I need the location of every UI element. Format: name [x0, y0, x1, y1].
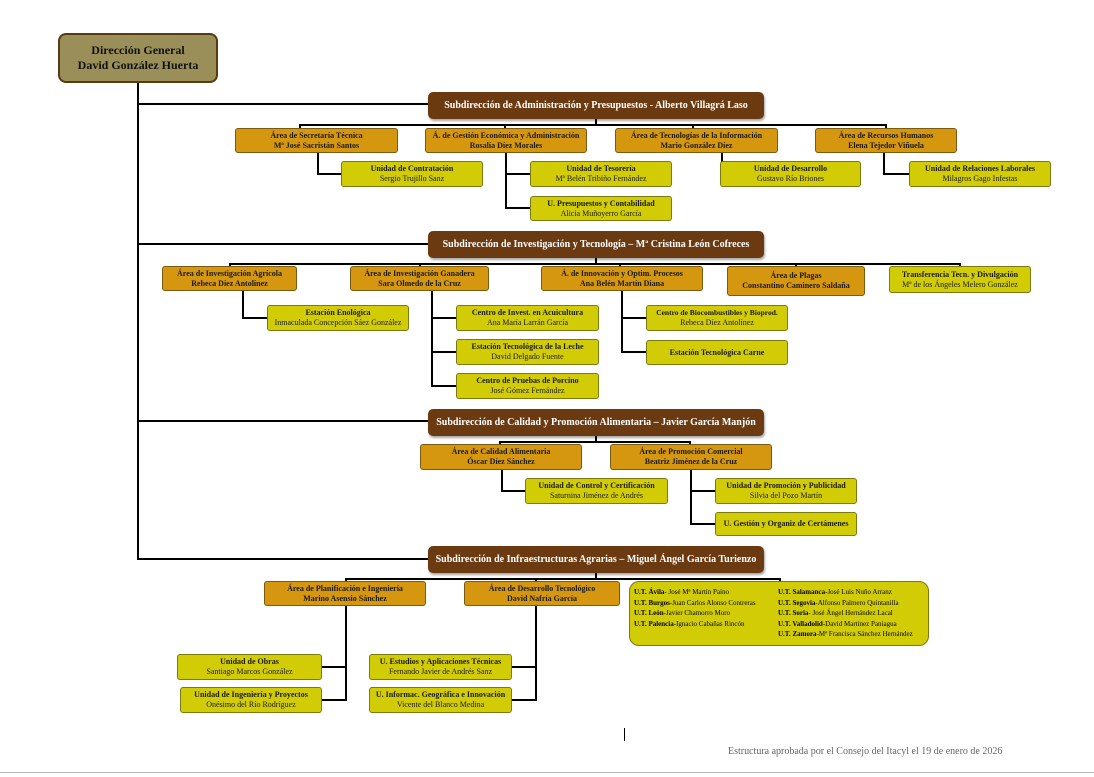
area-plagas: Área de Plagas Constantino Caminero Sald… [727, 266, 865, 296]
ut-leon: U.T. León-Javier Chamorro Moro [634, 609, 731, 617]
area-calidad-alimentaria: Área de Calidad Alimentaria Óscar Díez S… [420, 444, 582, 470]
direccion-person: David González Huerta [77, 58, 199, 72]
transferencia-tecnologica: Transferencia Tecn. y Divulgación Mª de … [889, 266, 1031, 293]
unidades-territoriales-box: U.T. Ávila- José Mª Martín Paíno U.T. Bu… [629, 581, 929, 646]
unidad-tesoreria: Unidad de Tesorería Mª Belén Tribiño Fer… [530, 161, 672, 187]
ut-avila: U.T. Ávila- José Mª Martín Paíno [634, 588, 729, 596]
area-tecnologias: Área de Tecnologías de la Información Ma… [615, 128, 778, 153]
ut-burgos: U.T. Burgos-Juan Carlos Alonso Contreras [634, 598, 756, 607]
estacion-carne: Estación Tecnológica Carne [646, 340, 788, 365]
ut-valladolid: U.T. Valladolid-David Martínez Paniagua [778, 619, 897, 628]
centro-acuicultura: Centro de Invest. en Acuicultura Ana Mar… [456, 305, 599, 331]
page-divider [0, 772, 1094, 773]
area-promocion-comercial: Área de Promoción Comercial Beatriz Jimé… [610, 444, 772, 470]
subdireccion-infraestructuras: Subdirección de Infraestructuras Agraria… [428, 546, 764, 573]
unidad-ingenieria: Unidad de Ingeniería y Proyectos Onésimo… [180, 687, 322, 713]
ut-salamanca: U.T. Salamanca-José Luis Nuño Arranz [778, 588, 892, 596]
area-desarrollo-tecnologico: Área de Desarrollo Tecnológico David Naf… [464, 581, 620, 606]
unidad-contratacion: Unidad de Contratación Sergio Trujillo S… [341, 161, 483, 187]
unidad-informacion-geografica: U. Informac. Geográfica e Innovación Vic… [369, 687, 512, 713]
subdireccion-investigacion: Subdirección de Investigación y Tecnolog… [428, 231, 764, 258]
direccion-title: Dirección General [91, 43, 185, 57]
ut-soria: U.T. Soria- José Ángel Hernández Lacal [778, 609, 893, 617]
unidad-presupuestos: U. Presupuestos y Contabilidad Alicia Mu… [530, 196, 672, 221]
subdireccion-calidad: Subdirección de Calidad y Promoción Alim… [428, 409, 764, 436]
area-secretaria: Área de Secretaría Técnica Mª José Sacri… [235, 128, 398, 153]
area-innovacion: Á. de Innovación y Optim. Procesos Ana B… [541, 266, 703, 291]
unidad-relaciones-laborales: Unidad de Relaciones Laborales Milagros … [909, 161, 1051, 187]
area-investigacion-ganadera: Área de Investigación Ganadera Sara Olme… [350, 266, 489, 291]
unidad-promocion-publicidad: Unidad de Promoción y Publicidad Silvia … [715, 478, 857, 504]
area-rrhh: Área de Recursos Humanos Elena Tejedor V… [815, 128, 957, 153]
subdireccion-administracion: Subdirección de Administración y Presupu… [428, 92, 764, 119]
footer-note: Estructura aprobada por el Consejo del I… [728, 746, 1003, 757]
unidad-estudios: U. Estudios y Aplicaciones Técnicas Fern… [369, 654, 512, 680]
unidad-certamenes: U. Gestión y Organiz de Certámenes [715, 512, 857, 536]
area-investigacion-agricola: Área de Investigación Agrícola Rebeca Dí… [162, 266, 297, 291]
ut-palencia: U.T. Palencia-Ignacio Cabañas Rincón [634, 619, 745, 628]
area-gestion: Á. de Gestión Económica y Administración… [425, 128, 587, 153]
centro-biocombustibles: Centro de Biocombustibles y Bioprod. Reb… [646, 305, 788, 331]
direccion-general-box: Dirección General David González Huerta [58, 33, 218, 83]
unidad-desarrollo: Unidad de Desarrollo Gustavo Río Briones [720, 161, 861, 187]
text-cursor [624, 728, 625, 741]
unidad-control: Unidad de Control y Certificación Saturn… [525, 478, 668, 504]
centro-porcino: Centro de Pruebas de Porcino José Gómez … [456, 373, 599, 399]
unidad-obras: Unidad de Obras Santiago Marcos González [177, 654, 322, 680]
estacion-enologica: Estación Enológica Inmaculada Concepción… [267, 305, 409, 331]
area-planificacion: Área de Planificación e Ingeniería Marin… [264, 581, 426, 606]
estacion-leche: Estación Tecnológica de la Leche David D… [456, 339, 599, 365]
ut-zamora: U.T. Zamora-Mª Francisca Sánchez Hernánd… [778, 630, 913, 638]
ut-segovia: U.T. Segovia-Alfonso Palmero Quintanilla [778, 598, 899, 607]
